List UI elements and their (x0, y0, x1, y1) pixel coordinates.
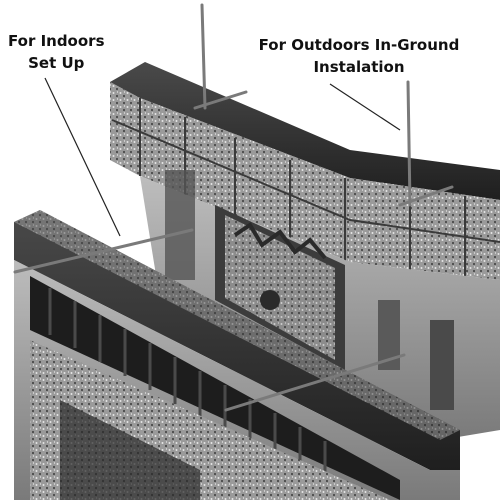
outdoors-caption-line2: Instalation (313, 58, 405, 76)
front-stake-upper (13, 228, 194, 274)
back-foot-bar-left (193, 90, 248, 110)
front-stake-lower (224, 353, 406, 412)
back-brick-band (110, 82, 500, 280)
caption-pointers (44, 77, 401, 237)
outdoors-caption: For Outdoors In-Ground Instalation (244, 34, 474, 78)
back-foot-bar-right (398, 185, 454, 207)
metal-stakes (13, 3, 454, 412)
outdoors-pointer (329, 83, 401, 131)
indoors-caption-line1: For Indoors (8, 32, 105, 50)
back-stake-left (200, 3, 207, 110)
indoors-caption-line2: Set Up (28, 54, 85, 72)
front-ribbed-recess (30, 276, 400, 500)
indoors-pointer (44, 77, 121, 237)
front-tombstone (14, 210, 460, 500)
back-stake-right (406, 80, 412, 207)
back-top-cap (110, 62, 500, 200)
back-tombstone (110, 62, 500, 440)
indoors-caption: For Indoors Set Up (8, 30, 105, 74)
outdoors-caption-line1: For Outdoors In-Ground (258, 36, 460, 54)
